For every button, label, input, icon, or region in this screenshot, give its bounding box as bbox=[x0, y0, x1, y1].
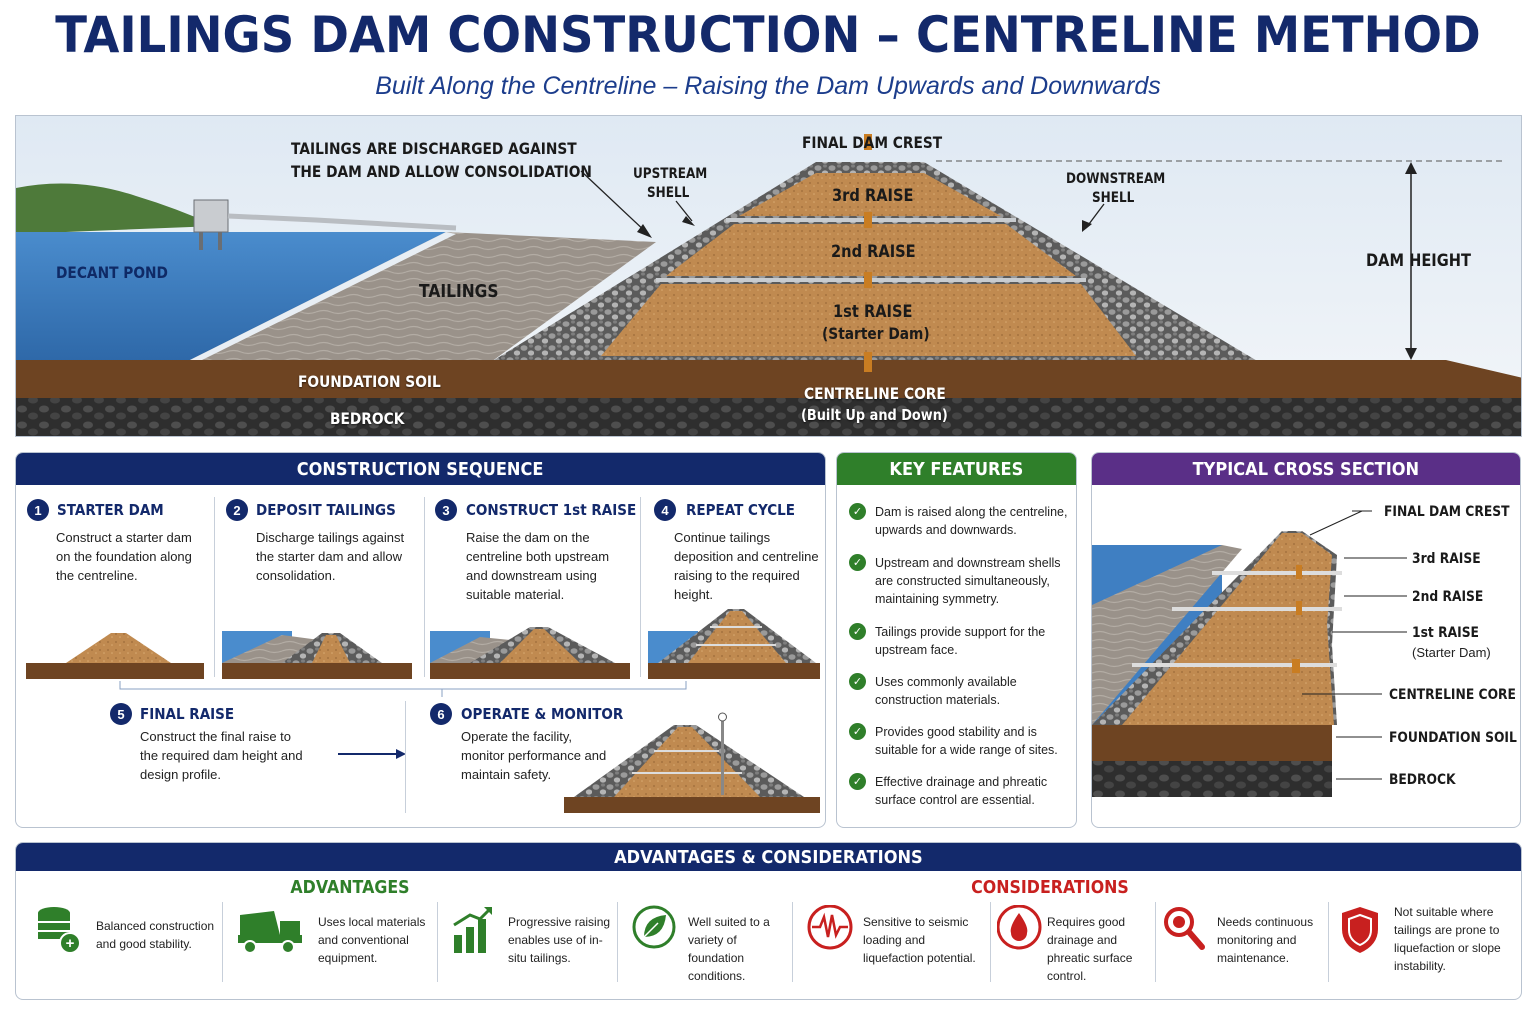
xs-core-label: CENTRELINE CORE bbox=[1389, 687, 1516, 703]
step-6-mini-diagram bbox=[564, 712, 820, 813]
downstream-shell-label-line2: SHELL bbox=[1092, 190, 1135, 206]
consideration-item-3: Needs continuous monitoring and maintena… bbox=[1162, 895, 1322, 985]
upstream-shell-label-line1: UPSTREAM bbox=[633, 166, 708, 182]
growth-chart-icon bbox=[453, 907, 492, 953]
check-icon: ✓ bbox=[849, 623, 866, 640]
arrow-right-icon bbox=[338, 749, 406, 759]
key-features-heading: KEY FEATURES bbox=[837, 453, 1076, 485]
final-crest-label: FINAL DAM CREST bbox=[802, 133, 943, 152]
step-1-mini-diagram bbox=[26, 633, 204, 679]
step-4-desc: Continue tailings deposition and centrel… bbox=[674, 530, 819, 602]
step-3-mini-diagram bbox=[430, 627, 630, 679]
upstream-shell-label-line2: SHELL bbox=[647, 185, 690, 201]
step-4-number: 4 bbox=[654, 499, 676, 521]
step-2-number: 2 bbox=[226, 499, 248, 521]
key-features-panel: KEY FEATURES ✓Dam is raised along the ce… bbox=[836, 452, 1077, 828]
step-5-title: FINAL RAISE bbox=[140, 705, 235, 723]
coin-stack-icon: + bbox=[38, 907, 81, 954]
discharge-label-line2: THE DAM AND ALLOW CONSOLIDATION bbox=[291, 162, 592, 181]
svg-text:+: + bbox=[66, 935, 75, 952]
step-6-number: 6 bbox=[430, 703, 452, 725]
step-3-number: 3 bbox=[435, 499, 457, 521]
shield-warning-icon bbox=[1342, 907, 1378, 953]
raise-1-label: 1st RAISE bbox=[833, 302, 913, 322]
step-1-number: 1 bbox=[27, 499, 49, 521]
step-2-mini-diagram bbox=[222, 631, 412, 679]
xs-bedrock-label: BEDROCK bbox=[1389, 772, 1456, 788]
step-4-mini-diagram bbox=[648, 609, 820, 679]
foundation-soil-label: FOUNDATION SOIL bbox=[298, 372, 441, 391]
decant-pond-label: DECANT POND bbox=[56, 263, 168, 282]
discharge-label-line1: TAILINGS ARE DISCHARGED AGAINST bbox=[291, 139, 577, 158]
advantage-item-1: + Balanced construction and good stabili… bbox=[34, 895, 224, 985]
step-6-desc: Operate the facility, monitor performanc… bbox=[461, 729, 607, 782]
cross-section-heading: TYPICAL CROSS SECTION bbox=[1092, 453, 1520, 485]
step-2-desc: Discharge tailings against the starter d… bbox=[256, 530, 405, 583]
consideration-item-2: Requires good drainage and phreatic surf… bbox=[997, 895, 1157, 985]
check-icon: ✓ bbox=[849, 723, 866, 740]
xs-final-crest-label: FINAL DAM CREST bbox=[1384, 504, 1510, 520]
hero-dam-diagram: TAILINGS ARE DISCHARGED AGAINST THE DAM … bbox=[15, 115, 1522, 437]
cross-section-illustration bbox=[1092, 510, 1407, 797]
tailings-label: TAILINGS bbox=[419, 281, 499, 302]
check-icon: ✓ bbox=[849, 503, 866, 520]
step-2-title: DEPOSIT TAILINGS bbox=[256, 501, 396, 519]
advantage-item-3: Progressive raising enables use of in-si… bbox=[452, 895, 622, 985]
leaf-icon bbox=[632, 905, 676, 949]
bedrock-label: BEDROCK bbox=[330, 409, 405, 428]
water-drop-icon bbox=[997, 905, 1042, 950]
xs-raise-1-sublabel: (Starter Dam) bbox=[1412, 645, 1491, 660]
dump-truck-icon bbox=[238, 911, 302, 954]
xs-soil-label: FOUNDATION SOIL bbox=[1389, 730, 1517, 746]
page-subtitle: Built Along the Centreline – Raising the… bbox=[375, 72, 1161, 100]
raise-1-sublabel: (Starter Dam) bbox=[822, 324, 930, 343]
advantages-heading: ADVANTAGES & CONSIDERATIONS bbox=[16, 843, 1521, 871]
xs-raise-1-label: 1st RAISE bbox=[1412, 625, 1479, 641]
step-3-desc: Raise the dam on the centreline both ups… bbox=[466, 530, 610, 602]
step-4-title: REPEAT CYCLE bbox=[686, 501, 795, 519]
centreline-core-label: CENTRELINE CORE bbox=[804, 384, 946, 403]
consideration-item-4: Not suitable where tailings are prone to… bbox=[1340, 895, 1516, 985]
considerations-title: CONSIDERATIONS bbox=[971, 877, 1129, 898]
advantage-item-4: Well suited to a variety of foundation c… bbox=[632, 895, 792, 985]
xs-raise-2-label: 2nd RAISE bbox=[1412, 589, 1484, 605]
page-title: TAILINGS DAM CONSTRUCTION – CENTRELINE M… bbox=[55, 6, 1481, 64]
step-1-desc: Construct a starter dam on the foundatio… bbox=[56, 530, 192, 583]
advantage-item-2: Uses local materials and conventional eq… bbox=[236, 895, 426, 985]
sequence-connector bbox=[119, 681, 687, 697]
raise-2-label: 2nd RAISE bbox=[831, 242, 916, 262]
check-icon: ✓ bbox=[849, 773, 866, 790]
construction-sequence-panel: CONSTRUCTION SEQUENCE 1 STARTER DAM Cons… bbox=[15, 452, 826, 828]
cross-section-panel: TYPICAL CROSS SECTION FINAL DAM CREST 3r… bbox=[1091, 452, 1521, 828]
step-3-title: CONSTRUCT 1st RAISE bbox=[466, 501, 637, 519]
advantages-title: ADVANTAGES bbox=[290, 877, 410, 898]
centreline-core-sublabel: (Built Up and Down) bbox=[801, 406, 948, 424]
downstream-shell-label-line1: DOWNSTREAM bbox=[1066, 171, 1166, 187]
xs-raise-3-label: 3rd RAISE bbox=[1412, 551, 1481, 567]
step-5-number: 5 bbox=[110, 703, 132, 725]
consideration-item-1: Sensitive to seismic loading and liquefa… bbox=[806, 895, 986, 985]
check-icon: ✓ bbox=[849, 554, 866, 571]
check-icon: ✓ bbox=[849, 673, 866, 690]
raise-3-label: 3rd RAISE bbox=[832, 186, 914, 206]
dam-height-label: DAM HEIGHT bbox=[1366, 251, 1471, 271]
step-1-title: STARTER DAM bbox=[57, 501, 164, 519]
hero-dam-illustration bbox=[16, 116, 1521, 436]
step-6-title: OPERATE & MONITOR bbox=[461, 705, 624, 723]
magnifier-icon bbox=[1164, 907, 1205, 950]
step-5-desc: Construct the final raise to the require… bbox=[140, 729, 303, 782]
seismic-wave-icon bbox=[807, 905, 853, 950]
construction-sequence-heading: CONSTRUCTION SEQUENCE bbox=[16, 453, 825, 485]
